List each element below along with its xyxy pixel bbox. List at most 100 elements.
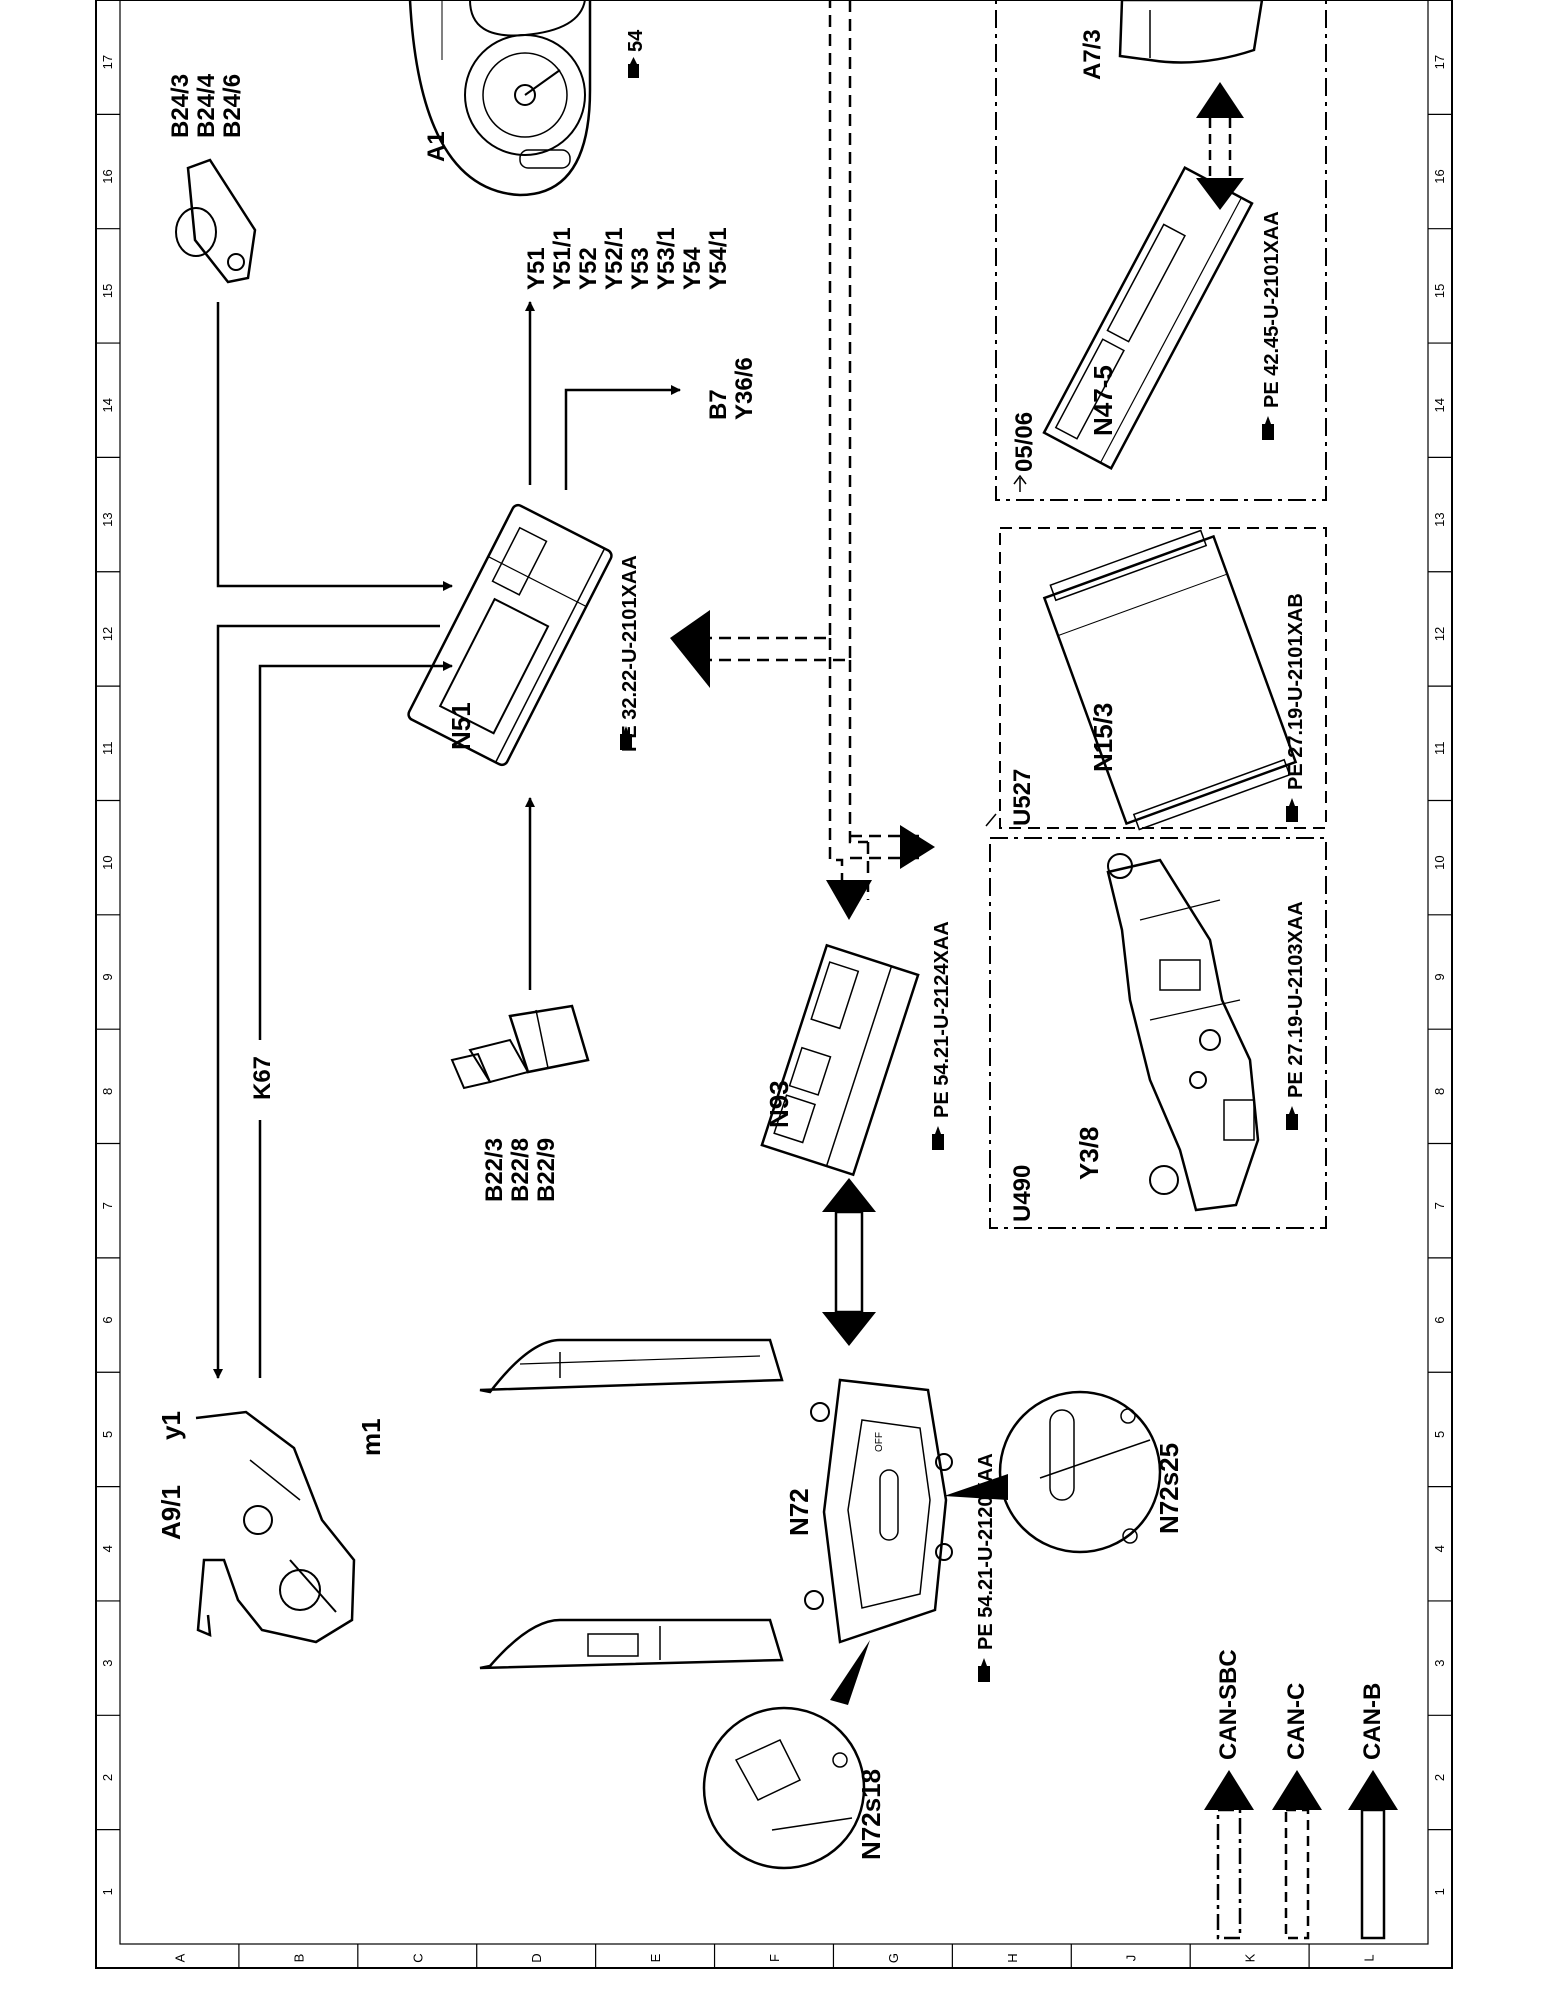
a7-3-n47-5-link: [1196, 82, 1244, 210]
n15-3-label: N15/3: [1088, 703, 1118, 772]
n47-5-label: N47-5: [1088, 365, 1118, 436]
grid-number-label: 1: [100, 1888, 115, 1895]
grid-number-label: 11: [100, 742, 115, 756]
svg-text:B24/4: B24/4: [193, 73, 220, 138]
n72-ref-pointer-icon: [978, 1658, 990, 1682]
svg-text:B7: B7: [705, 389, 732, 420]
n47-5-ref-pointer-icon: [1262, 416, 1274, 440]
svg-text:Y52: Y52: [575, 247, 602, 290]
svg-text:Y51: Y51: [523, 247, 550, 290]
grid-number-label: 10: [1432, 855, 1447, 869]
y3-8-ref: PE 27.19-U-2103XAA: [1285, 901, 1307, 1098]
legend-can-sbc-symbol: [1204, 1770, 1254, 1940]
legend-can-sbc-label: CAN-SBC: [1215, 1649, 1242, 1760]
m1-label: m1: [356, 1418, 386, 1456]
n93-ref: PE 54.21-U-2124XAA: [931, 921, 953, 1118]
legend-can-b-symbol: [1348, 1770, 1398, 1940]
n51-label: N51: [446, 702, 476, 750]
svg-text:Y51/1: Y51/1: [549, 227, 576, 290]
grid-letter-label: K: [1243, 1953, 1258, 1962]
svg-text:B22/3: B22/3: [481, 1138, 508, 1202]
n72s25-detail: [944, 1390, 1162, 1554]
y3-8-ref-pointer-icon: [1286, 1106, 1298, 1130]
grid-number-label: 5: [100, 1431, 115, 1438]
n15-3-ref-pointer-icon: [1286, 798, 1298, 822]
grid-number-label: 17: [1432, 55, 1447, 69]
grid-number-label: 6: [1432, 1316, 1447, 1323]
n72-ref: PE 54.21-U-2120XAA: [975, 1453, 997, 1650]
svg-text:Y36/6: Y36/6: [731, 357, 758, 420]
y51-output-labels: Y51 Y51/1 Y52 Y52/1 Y53 Y53/1 Y54 Y54/1: [523, 227, 732, 290]
grid-number-label: 3: [100, 1660, 115, 1667]
n15-3-module: [1042, 529, 1298, 831]
grid-number-label: 6: [100, 1316, 115, 1323]
grid-number-label: 5: [1432, 1431, 1447, 1438]
n72s25-label: N72s25: [1154, 1443, 1184, 1534]
a9-1-compressor: [195, 1410, 356, 1644]
svg-text:B24/6: B24/6: [219, 74, 246, 138]
b22-sensor: [450, 1004, 590, 1090]
svg-text:Y54/1: Y54/1: [705, 227, 732, 290]
grid-number-label: 3: [1432, 1660, 1447, 1667]
signal-lines: [213, 301, 681, 1379]
svg-text:Y53: Y53: [627, 247, 654, 290]
n93-n72-link: [822, 1178, 876, 1346]
svg-text:Y54: Y54: [679, 247, 706, 290]
grid-number-label: 13: [100, 512, 115, 526]
grid-letter-label: F: [767, 1954, 782, 1962]
grid-number-label: 15: [100, 284, 115, 298]
grid-number-label: 14: [100, 398, 115, 412]
grid-letter-label: C: [410, 1953, 425, 1962]
n15-3-ref: PE 27.19-U-2101XAB: [1285, 593, 1307, 790]
switch-panel-side-view-lower: [479, 1618, 784, 1670]
can-c-bus: [670, 0, 935, 920]
legend-can-c-label: CAN-C: [1283, 1683, 1310, 1760]
grid-number-label: 4: [1432, 1545, 1447, 1552]
date-box-05-06: [995, 0, 1327, 501]
grid-number-label: 2: [100, 1774, 115, 1781]
y3-8-label: Y3/8: [1074, 1127, 1104, 1181]
a9-1-label: A9/1: [156, 1485, 186, 1540]
grid-number-label: 10: [100, 855, 115, 869]
n72-label: N72: [784, 1488, 814, 1536]
grid-number-label: 7: [100, 1202, 115, 1209]
grid-number-label: 12: [1432, 627, 1447, 641]
n93-module: [760, 943, 920, 1177]
grid-number-label: 8: [1432, 1088, 1447, 1095]
n72-off-label: OFF: [874, 1432, 885, 1452]
a1-ref: 54: [625, 29, 647, 52]
b7-output-labels: B7 Y36/6: [705, 357, 758, 420]
b24-labels: B24/3 B24/4 B24/6: [167, 73, 246, 138]
grid-number-label: 9: [1432, 973, 1447, 980]
a1-label: A1: [423, 131, 450, 162]
date-label: 05/06: [1011, 412, 1038, 472]
grid-number-label: 16: [100, 169, 115, 183]
k67-label: K67: [249, 1056, 276, 1100]
grid-letter-label: H: [1005, 1953, 1020, 1962]
grid-letter-label: J: [1124, 1955, 1139, 1962]
a7-3-module: [1118, 0, 1264, 64]
a1-ref-pointer-icon: [628, 57, 639, 78]
grid-number-label: 2: [1432, 1774, 1447, 1781]
n47-5-module: [1042, 166, 1254, 470]
svg-text:Y53/1: Y53/1: [653, 227, 680, 290]
n51-ref: PE 32.22-U-2101XAA: [619, 555, 641, 752]
a7-3-label: A7/3: [1079, 29, 1106, 80]
u490-label: U490: [1009, 1165, 1036, 1222]
grid-letter-label: G: [886, 1953, 901, 1963]
grid-number-label: 13: [1432, 512, 1447, 526]
grid-letter-label: A: [172, 1953, 187, 1962]
grid-number-label: 4: [100, 1545, 115, 1552]
grid-number-label: 1: [1432, 1888, 1447, 1895]
svg-text:B22/8: B22/8: [507, 1138, 534, 1202]
legend-can-b-label: CAN-B: [1359, 1683, 1386, 1760]
grid-number-label: 12: [100, 627, 115, 641]
n93-label: N93: [764, 1080, 794, 1128]
grid-letter-label: L: [1362, 1954, 1377, 1961]
date-arrow-icon: [1013, 474, 1027, 492]
y1-label: y1: [156, 1411, 186, 1440]
